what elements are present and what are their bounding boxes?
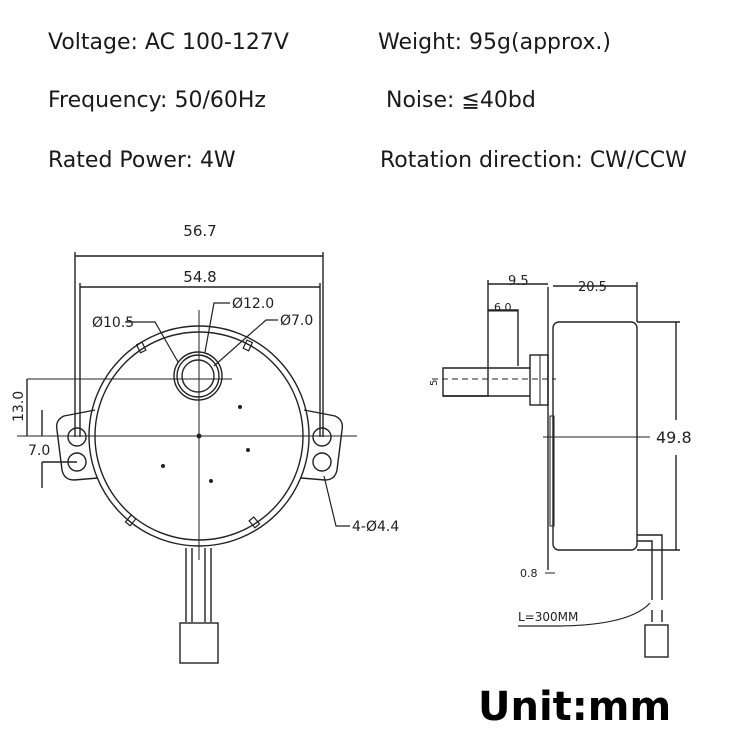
- spec-weight: Weight: 95g(approx.): [378, 30, 611, 55]
- mounting-ear-left: [55, 409, 99, 481]
- mounting-ear-right: [300, 409, 344, 481]
- dim-body-height: 49.8: [656, 428, 692, 447]
- dim-dia-10-5: Ø10.5: [92, 315, 134, 331]
- mount-hole: [312, 427, 332, 447]
- dim-shaft-small: 5: [429, 380, 440, 386]
- dim-dia-7: Ø7.0: [280, 313, 313, 329]
- side-view: 9.5 6.0 20.5 49.8 0.8 5 L=300MM: [429, 274, 692, 658]
- spec-frequency: Frequency: 50/60Hz: [48, 88, 266, 113]
- spec-rated-power: Rated Power: 4W: [48, 148, 236, 173]
- motor-body: [552, 321, 638, 551]
- dim-body-depth: 20.5: [578, 280, 607, 295]
- dim-13: 13.0: [11, 391, 27, 422]
- shaft-boss-mid: [176, 354, 220, 398]
- dim-7: 7.0: [28, 443, 50, 459]
- hub: [529, 354, 549, 406]
- dim-shaft-length: 9.5: [508, 274, 529, 289]
- spec-voltage: Voltage: AC 100-127V: [48, 30, 289, 55]
- mount-hole: [312, 452, 332, 472]
- unit-label: Unit:mm: [478, 684, 672, 730]
- shaft: [181, 359, 215, 393]
- dim-dia-12: Ø12.0: [232, 296, 274, 312]
- dim-hole-spacing: 54.8: [183, 268, 216, 286]
- dim-overall-width: 56.7: [183, 222, 216, 240]
- spec-noise: Noise: ≦40bd: [386, 88, 536, 113]
- spec-rotation: Rotation direction: CW/CCW: [380, 148, 687, 173]
- side-connector: [644, 624, 669, 658]
- dim-plate: 0.8: [520, 567, 538, 580]
- shaft-boss-outer: [173, 351, 223, 401]
- housing-dots: [161, 405, 250, 483]
- front-view: 56.7 54.8 Ø10.5 Ø12.0 Ø7.0 13.0 7.0 4-Ø4…: [11, 222, 399, 664]
- output-shaft: [442, 309, 530, 397]
- connector: [179, 622, 219, 664]
- mount-hole: [67, 427, 87, 447]
- dim-holes: 4-Ø4.4: [352, 519, 399, 535]
- dim-flat-length: 6.0: [494, 301, 512, 314]
- wire-length-label: L=300MM: [518, 610, 578, 624]
- housing-tabs: [124, 339, 261, 529]
